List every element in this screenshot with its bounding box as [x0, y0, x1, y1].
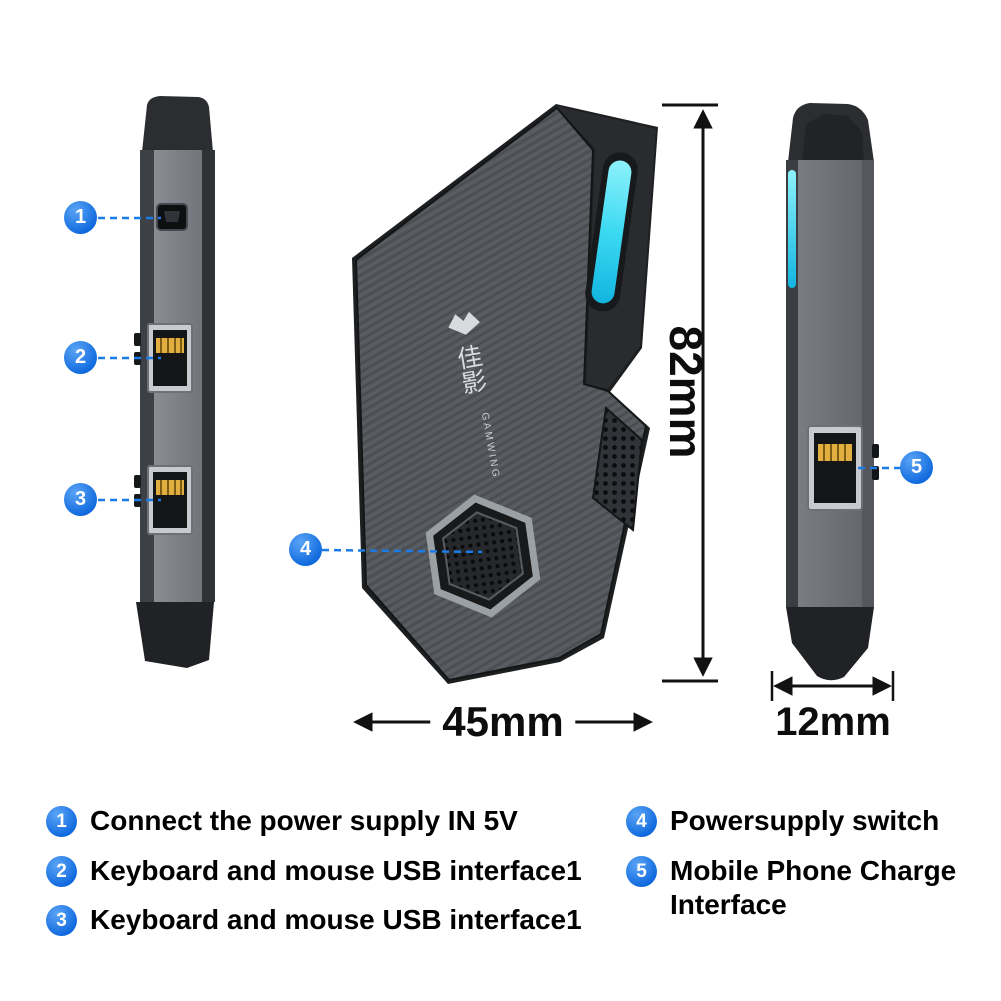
legend-number: 1 — [56, 810, 67, 832]
legend-badge-2: 2 — [46, 856, 77, 887]
callout-badge-5: 5 — [900, 451, 933, 484]
callout-badge-4: 4 — [289, 533, 322, 566]
callout-number: 5 — [910, 456, 923, 478]
speaker-mesh — [591, 406, 644, 532]
legend-label-2: Keyboard and mouse USB interface1 — [90, 855, 582, 886]
callout-badge-1: 1 — [64, 201, 97, 234]
led-strip-side — [788, 170, 796, 288]
dimension-depth-label: 12mm — [775, 700, 891, 744]
legend-number: 4 — [636, 810, 647, 832]
honeycomb-power-switch — [425, 494, 541, 618]
device-front-view: 佳影 GAMWING — [352, 104, 658, 684]
device-right-side-view — [786, 103, 879, 681]
legend-label-5: Mobile Phone Charge Interface — [670, 855, 957, 920]
logo-mark-icon — [448, 311, 480, 335]
legend-item-3: 3 Keyboard and mouse USB interface1 — [46, 903, 582, 937]
legend-number: 3 — [56, 909, 67, 931]
legend-item-4: 4 Powersupply switch — [626, 804, 939, 838]
legend-badge-1: 1 — [46, 806, 77, 837]
led-strip — [585, 152, 638, 312]
usb-a-charge-port — [807, 425, 863, 511]
legend-badge-5: 5 — [626, 856, 657, 887]
legend-item-5: 5 Mobile Phone Charge Interface — [626, 854, 970, 921]
callout-badge-3: 3 — [64, 483, 97, 516]
legend-label-1: Connect the power supply IN 5V — [90, 805, 518, 836]
legend-badge-4: 4 — [626, 806, 657, 837]
mini-usb-power-port — [156, 203, 188, 231]
callout-number: 4 — [299, 538, 312, 560]
legend-item-1: 1 Connect the power supply IN 5V — [46, 804, 518, 838]
legend-item-2: 2 Keyboard and mouse USB interface1 — [46, 854, 582, 888]
usb-a-port-2 — [147, 465, 193, 535]
legend-number: 5 — [636, 860, 647, 882]
callout-number: 1 — [74, 206, 87, 228]
device-left-side-view — [134, 96, 215, 668]
bottom-cap — [136, 602, 214, 668]
legend-number: 2 — [56, 860, 67, 882]
dimension-width-label: 45mm — [430, 698, 576, 746]
device-body — [786, 160, 879, 607]
callout-number: 2 — [74, 346, 87, 368]
usb-a-port-1 — [147, 323, 193, 393]
legend-badge-3: 3 — [46, 905, 77, 936]
dimension-height-label: 82mm — [660, 325, 712, 459]
bottom-cap — [786, 607, 874, 681]
legend-label-4: Powersupply switch — [670, 805, 940, 836]
top-cap — [142, 96, 213, 152]
callout-badge-2: 2 — [64, 341, 97, 374]
legend-label-3: Keyboard and mouse USB interface1 — [90, 904, 582, 935]
callout-number: 3 — [74, 488, 87, 510]
top-cap-shade — [802, 114, 864, 162]
